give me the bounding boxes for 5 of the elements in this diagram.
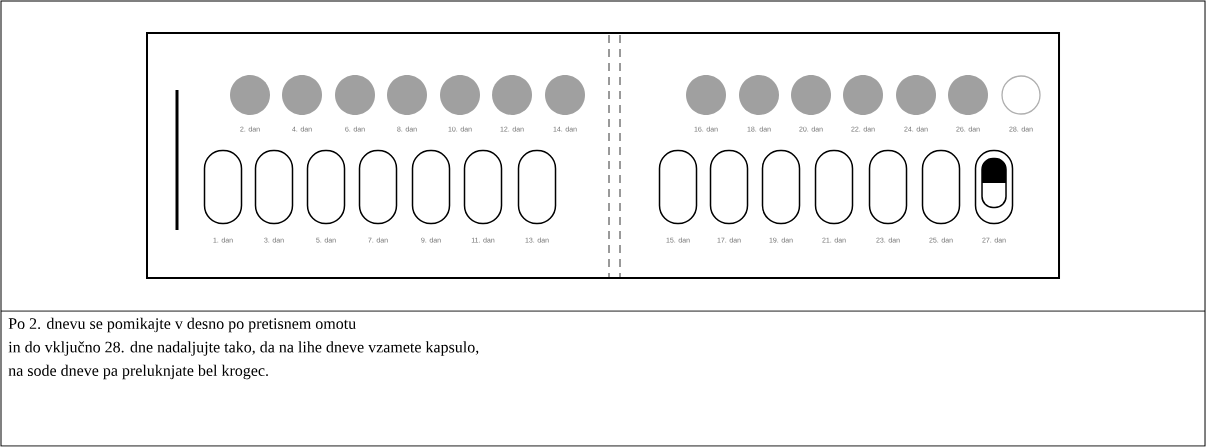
blister-pack bbox=[146, 32, 1060, 279]
instruction-text: Po 2. dnevu se pomikajte v desno po pretisnem omotu bbox=[8, 317, 356, 333]
instruction-text: in do vključno 28. dne nadaljujte tako, da na lihe dneve vzamete kapsulo, bbox=[8, 341, 479, 356]
capsule bbox=[981, 157, 1007, 209]
instruction-text: na sode dneve pa preluknjate bel krogec. bbox=[8, 364, 268, 380]
